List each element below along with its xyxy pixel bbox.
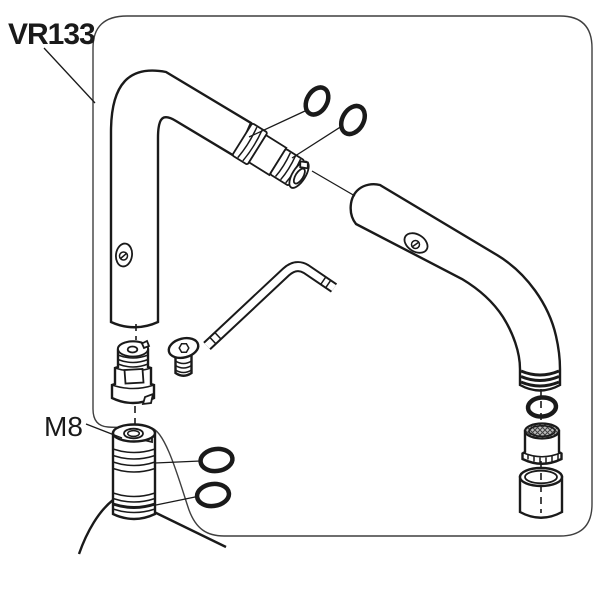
adapter-oring-1 [198,446,235,474]
tube-end-notch [299,160,309,170]
cartridge-top-rim [117,340,149,358]
hex-key-tip-facets [209,276,332,345]
adapter-oring-1-leader [154,460,201,464]
fixing-screw [167,336,200,377]
m8-leader [85,423,123,439]
aerator-oring [525,395,559,419]
upper-oring-2-leader [291,125,343,159]
upper-oring-1 [303,85,331,117]
tube-set-screw [118,251,129,261]
adapter-oring-2-leader [155,495,198,506]
title-leader [43,47,96,104]
faucet-body-shoulder [77,499,227,555]
cartridge-window [123,368,145,385]
spout-set-screw-port [403,232,429,254]
spout-outline [349,183,562,392]
product-code-label: VR133 [8,18,95,51]
tube-end-bore [292,167,306,185]
adapter-thread-hole [123,427,144,440]
adapter-body [111,431,157,521]
m8-adapter-nipple [111,423,157,521]
body-right-edge [149,508,227,549]
upper-oring-1-leader [248,110,306,138]
cartridge-hole [126,345,139,354]
body-left-arc [77,499,114,555]
tube-outline [109,69,253,329]
adapter-top-rim [111,423,157,443]
assembly-axis-line [311,170,356,197]
flow-cartridge [110,339,156,406]
hex-key [203,261,338,351]
thread-size-label: M8 [44,411,83,442]
adapter-oring-2 [194,481,232,509]
bend-spout-tube [109,69,310,329]
cartridge-bottom-tab [141,392,155,406]
aerator-castellation [527,454,559,463]
leader-lines [43,47,356,506]
spout-set-screw [410,239,421,250]
screw-hex-socket [178,343,190,353]
cartridge-notch [140,339,151,350]
outlet-spout-tube [349,183,562,392]
upper-oring-2 [338,103,368,137]
spout-thread-bands [520,369,560,388]
screw-head [167,336,200,360]
aerator-insert [521,422,563,465]
diagram-frame [92,15,593,537]
